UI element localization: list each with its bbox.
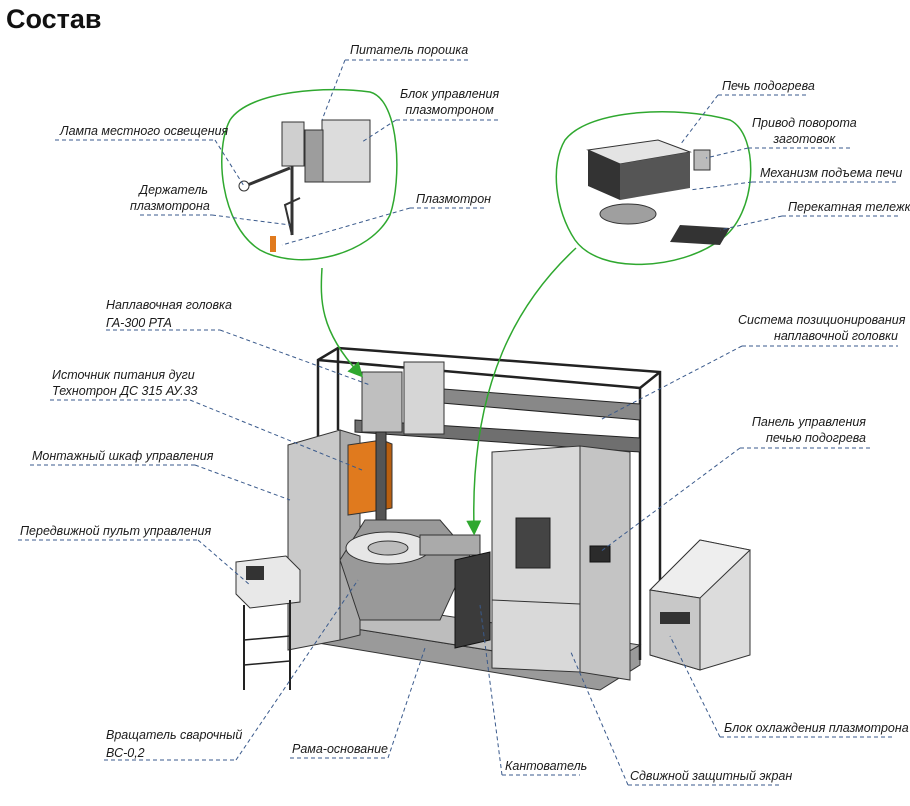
label-base-frame-text: Рама-основание: [292, 742, 388, 756]
label-sliding-screen-text: Сдвижной защитный экран: [630, 769, 793, 783]
label-base-frame: Рама-основание: [292, 741, 388, 757]
label-plasma-control-block: Блок управления плазмотроном: [400, 86, 499, 118]
cooling-block-shape: [648, 539, 752, 671]
label-powder-feeder: Питатель порошка: [350, 42, 468, 58]
label-positioning-line1: Система позиционирования: [738, 313, 906, 327]
label-rotation-drive-line2: заготовок: [773, 132, 836, 146]
label-arc-power-line1: Источник питания дуги: [52, 368, 195, 382]
detail-circle-furnace: [555, 111, 752, 266]
tilter-shape: [454, 551, 491, 649]
label-sliding-screen: Сдвижной защитный экран: [630, 768, 792, 784]
label-plasma-control-line2: плазмотроном: [405, 103, 494, 117]
label-surfacing-head-line1: Наплавочная головка: [106, 298, 232, 312]
label-holder-line1: Держатель: [139, 183, 208, 197]
label-cabinet: Монтажный шкаф управления: [32, 448, 213, 464]
label-holder-line2: плазмотрона: [130, 199, 210, 213]
label-arc-power-line2: Технотрон ДС 315 АУ.33: [52, 384, 198, 398]
label-plasmatron-text: Плазмотрон: [416, 192, 492, 206]
page-title: Состав: [6, 4, 102, 34]
gantry-frame: [316, 346, 662, 660]
mobile-console-shape: [235, 555, 301, 690]
label-positioning-system: Система позиционирования наплавочной голо…: [738, 312, 906, 344]
leader-lines: [18, 59, 900, 786]
label-transfer-cart-text: Перекатная тележка: [788, 200, 910, 214]
label-plasma-control-line1: Блок управления: [400, 87, 500, 101]
label-furnace-lift: Механизм подъема печи: [760, 165, 902, 181]
label-holder: Держатель плазмотрона: [130, 182, 210, 214]
label-furnace-panel-line2: печью подогрева: [765, 431, 866, 445]
label-tilter: Кантователь: [505, 758, 587, 774]
label-local-lamp: Лампа местного освещения: [60, 123, 228, 139]
surfacing-head-shape: [361, 361, 445, 523]
label-mobile-console: Передвижной пульт управления: [20, 523, 211, 539]
label-positioning-line2: наплавочной головки: [773, 329, 898, 343]
label-cabinet-text: Монтажный шкаф управления: [32, 449, 214, 463]
label-furnace-lift-text: Механизм подъема печи: [760, 166, 903, 180]
label-local-lamp-text: Лампа местного освещения: [60, 124, 229, 138]
label-cooling-block-text: Блок охлаждения плазмотрона: [724, 721, 909, 735]
label-transfer-cart: Перекатная тележка: [788, 199, 910, 215]
sliding-screen-shape: [491, 445, 631, 681]
label-welding-rotator-line1: Вращатель сварочный: [106, 728, 243, 742]
label-furnace-panel: Панель управления печью подогрева: [748, 414, 866, 446]
label-furnace-panel-line1: Панель управления: [751, 415, 866, 429]
label-powder-feeder-text: Питатель порошка: [350, 43, 469, 57]
detail-circle-plasma-unit: [221, 88, 398, 261]
label-tilter-text: Кантователь: [505, 759, 588, 773]
label-plasmatron: Плазмотрон: [416, 191, 491, 207]
label-rotation-drive-line1: Привод поворота: [752, 116, 857, 130]
rotator-disk-shape: [339, 519, 481, 621]
label-rotation-drive: Привод поворота заготовок: [752, 115, 857, 147]
label-preheat-furnace-text: Печь подогрева: [722, 79, 815, 93]
label-surfacing-head-line2: ГА-300 РТА: [106, 316, 172, 330]
label-mobile-console-text: Передвижной пульт управления: [20, 524, 212, 538]
label-preheat-furnace: Печь подогрева: [722, 78, 815, 94]
label-welding-rotator-line2: ВС-0,2: [106, 746, 145, 760]
label-cooling-block: Блок охлаждения плазмотрона: [724, 720, 909, 736]
